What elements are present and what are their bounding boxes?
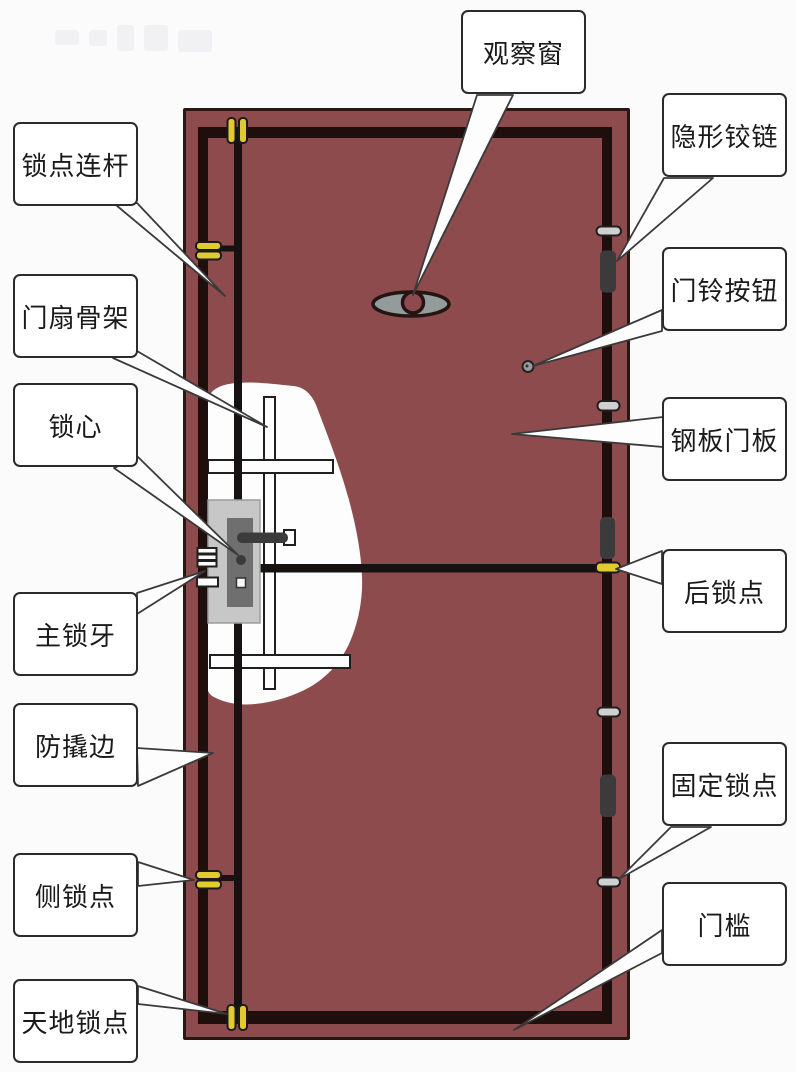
frame-line-top — [198, 127, 612, 138]
side-lock-point-upper — [195, 241, 235, 261]
callout-main-lock-teeth: 主锁牙 — [13, 592, 138, 676]
callout-doorbell-button: 门铃按钮 — [662, 247, 787, 331]
callout-observation-window: 观察窗 — [461, 10, 586, 94]
hinge-pin-plate-1 — [595, 225, 622, 237]
keyhole — [235, 577, 247, 589]
leader-fixed-lock-point — [618, 826, 712, 880]
callout-door-leaf-skeleton: 门扇骨架 — [13, 274, 138, 358]
callout-label: 主锁牙 — [34, 620, 116, 651]
callout-label: 锁点连杆 — [21, 150, 130, 181]
door-handle-bar — [237, 532, 288, 543]
leader-heaven-earth-lock-point — [137, 985, 228, 1015]
callout-side-lock-point: 侧锁点 — [13, 853, 138, 937]
fixed-lock-point-pin-1 — [596, 706, 621, 718]
hidden-hinge-3 — [600, 774, 616, 817]
callout-label: 固定锁点 — [670, 770, 779, 801]
top-heaven-lock-point — [226, 117, 248, 144]
anti-pry-edge-line — [198, 127, 208, 1024]
frame-line-hinge-side — [602, 127, 612, 1024]
doorbell-button — [521, 360, 535, 373]
hidden-hinge-2 — [600, 517, 615, 559]
callout-label: 钢板门板 — [670, 425, 779, 456]
callout-label: 观察窗 — [482, 38, 564, 69]
lock-cylinder — [236, 555, 246, 565]
rear-lock-rod — [253, 564, 612, 573]
leader-hidden-hinge — [616, 177, 714, 262]
callout-label: 门扇骨架 — [21, 302, 130, 333]
callout-label: 侧锁点 — [34, 881, 116, 912]
hinge-pin-plate-2 — [596, 400, 621, 412]
callout-anti-pry-edge: 防撬边 — [13, 703, 138, 787]
callout-lock-point-connecting-rod: 锁点连杆 — [13, 122, 138, 206]
callout-label: 后锁点 — [683, 577, 765, 608]
callout-label: 天地锁点 — [21, 1007, 130, 1038]
leader-side-lock-point — [137, 861, 195, 887]
callout-fixed-lock-point: 固定锁点 — [662, 742, 787, 826]
watermark — [55, 25, 212, 52]
fixed-lock-point-pin-2 — [596, 876, 621, 888]
callout-door-sill: 门槛 — [662, 882, 787, 966]
main-lock-bolt-teeth — [196, 547, 219, 588]
callout-steel-door-panel: 钢板门板 — [662, 397, 787, 481]
callout-label: 门槛 — [697, 910, 752, 941]
hidden-hinge-1 — [600, 250, 616, 293]
door-skeleton-horizontal-member-bottom — [209, 654, 351, 669]
callout-heaven-earth-lock-point: 天地锁点 — [13, 979, 138, 1063]
callout-rear-lock-point: 后锁点 — [662, 549, 787, 633]
peephole-observation-window — [371, 290, 451, 318]
bottom-earth-lock-point — [226, 1004, 248, 1031]
callout-label: 锁心 — [48, 411, 103, 442]
leader-observation-window — [412, 94, 514, 296]
door-skeleton-horizontal-member-top — [207, 459, 334, 474]
door-sill-line — [198, 1011, 612, 1024]
callout-label: 门铃按钮 — [670, 275, 779, 306]
callout-label: 隐形铰链 — [670, 121, 779, 152]
callout-lock-cylinder: 锁心 — [13, 383, 138, 467]
side-lock-point-lower — [195, 870, 235, 890]
callout-label: 防撬边 — [34, 731, 116, 762]
callout-hidden-hinge: 隐形铰链 — [662, 93, 787, 177]
rear-lock-point — [595, 561, 621, 574]
